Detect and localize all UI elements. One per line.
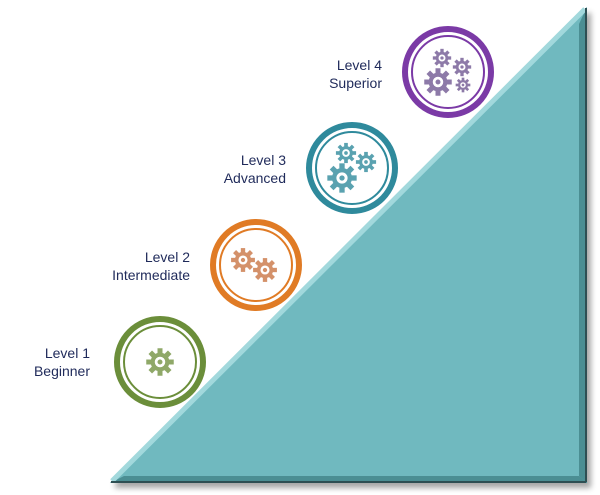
level-4-circle — [402, 26, 494, 118]
level-2-circle — [210, 219, 302, 311]
level-4-name: Superior — [329, 75, 382, 91]
level-2-title: Level 2 — [144, 249, 190, 265]
level-3-circle — [306, 122, 398, 214]
level-3-title: Level 3 — [240, 152, 286, 168]
level-4-label: Level 4 Superior — [272, 56, 382, 92]
level-1-title: Level 1 — [44, 345, 90, 361]
level-1-circle — [114, 316, 206, 408]
level-3-name: Advanced — [223, 170, 286, 186]
level-2-name: Intermediate — [112, 267, 190, 283]
level-4-title: Level 4 — [336, 57, 382, 73]
level-1-label: Level 1 Beginner — [0, 344, 90, 380]
level-2-label: Level 2 Intermediate — [80, 248, 190, 284]
single-gear-icon — [146, 348, 174, 376]
level-3-label: Level 3 Advanced — [176, 151, 286, 187]
level-1-name: Beginner — [33, 363, 90, 379]
staircase-triangle — [110, 7, 587, 483]
